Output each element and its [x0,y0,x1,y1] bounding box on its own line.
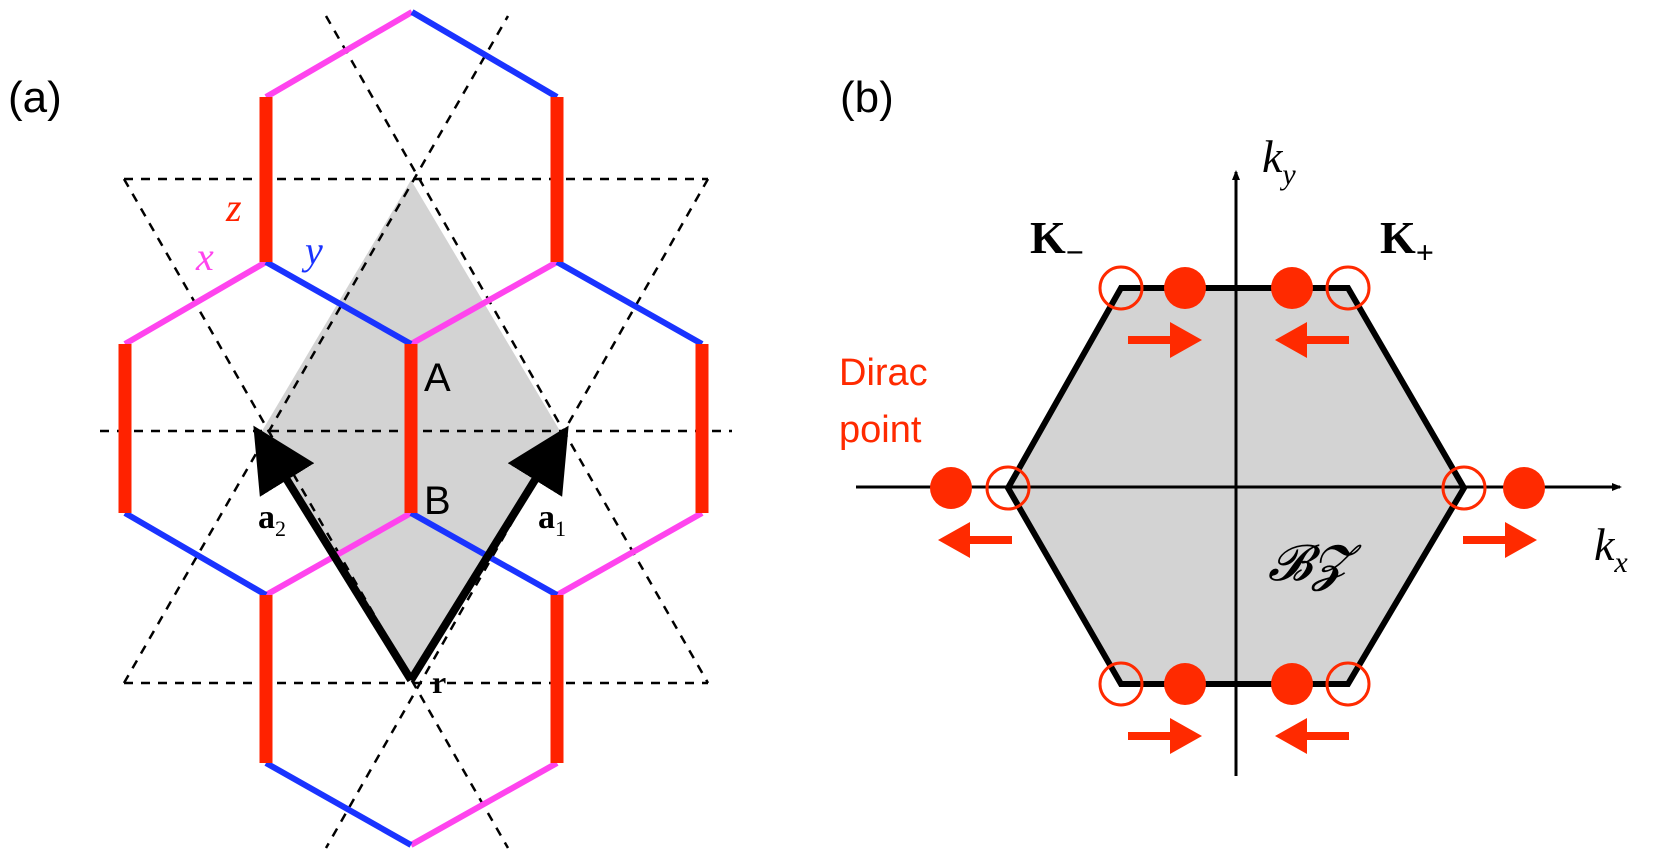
a2-label: a2 [258,499,286,541]
a2-vector [253,425,415,683]
site-label-b: B [424,479,451,523]
dirac-open-circle [1098,265,1144,311]
x-bond-label: x [195,234,214,279]
dirac-open-circle [1441,465,1487,511]
dirac-point [1271,267,1313,309]
arrow-right-icon [1463,522,1537,558]
y-bonds [123,9,704,848]
site-label-a: A [424,356,451,400]
a1-vector [407,425,569,683]
k-minus-label: K− [1030,212,1084,270]
dirac-label-line1: Dirac [839,352,928,394]
z-bonds [118,97,709,763]
dirac-open-circle [985,465,1031,511]
dirac-point [1271,663,1313,705]
kx-label: kx [1594,519,1628,579]
a1-label: a1 [538,499,566,541]
k-plus-label: K+ [1380,212,1434,270]
panel-b-label: (b) [840,73,894,122]
dirac-point [1164,663,1206,705]
z-bond-label: z [225,185,242,230]
r-label: r [432,664,446,700]
arrow-right-icon [1128,322,1202,358]
arrow-left-icon [938,522,1012,558]
bz-label: 𝓑𝓩 [1268,535,1362,592]
dashed-triangular-lattice [100,15,732,849]
dirac-filled-points [930,267,1545,705]
shift-arrows [938,322,1537,754]
ky-label: ky [1262,131,1296,191]
dirac-open-circles [985,265,1487,707]
arrow-left-icon [1275,322,1349,358]
panel-a-label: (a) [8,73,62,122]
dirac-point [930,467,972,509]
y-bond-label: y [301,228,323,273]
dirac-open-circle [1325,661,1371,707]
arrow-right-icon [1128,718,1202,754]
dirac-point [1164,267,1206,309]
dirac-open-circle [1325,265,1371,311]
arrow-left-icon [1275,718,1349,754]
x-bonds [123,9,704,848]
panel-b: (b) ky kx K− K+ Dirac point 𝓑𝓩 [839,73,1628,776]
dirac-point [1503,467,1545,509]
dirac-open-circle [1098,661,1144,707]
lattice-vectors [253,425,569,683]
panel-a: (a) [8,9,732,849]
dirac-label-line2: point [839,409,922,451]
